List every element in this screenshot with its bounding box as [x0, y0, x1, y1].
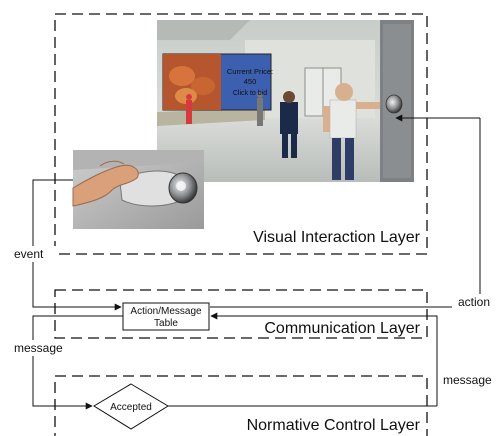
avatar-dark [280, 91, 298, 158]
avatar-light [323, 83, 390, 180]
accepted-decision: Accepted [93, 383, 169, 430]
visual-layer-title: Visual Interaction Layer [253, 229, 421, 246]
door-button-icon [385, 94, 403, 114]
communication-layer-title: Communication Layer [264, 320, 420, 337]
message-label-right: message [443, 373, 492, 387]
normative-layer-title: Normative Control Layer [247, 417, 421, 434]
event-label: event [14, 247, 44, 261]
message-arrow-right [210, 312, 438, 406]
sign-line-2: 450 [244, 77, 257, 86]
sign-line-1: Current Price: [227, 67, 273, 76]
communication-layer-box [54, 289, 428, 339]
scene-sign: Current Price: 450 Click to bid [227, 67, 273, 97]
sign-line-3: Click to bid [233, 90, 267, 97]
table-label-line-2: Table [154, 318, 178, 329]
decision-label: Accepted [110, 402, 152, 413]
virtual-world-scene [157, 20, 414, 182]
message-arrow-left [32, 315, 123, 410]
action-label: action [458, 295, 490, 309]
table-label-line-1: Action/Message [130, 306, 202, 317]
action-message-table: Action/Message Table [122, 302, 210, 331]
event-arrow [32, 179, 122, 311]
button-hand-photo [72, 150, 204, 229]
message-label-left: message [14, 341, 63, 355]
